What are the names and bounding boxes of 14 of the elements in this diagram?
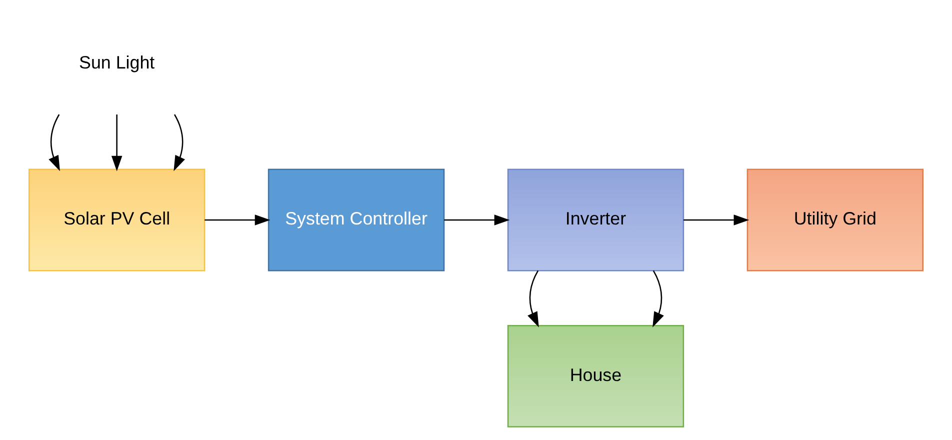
arrow — [48, 114, 60, 172]
arrow — [204, 214, 270, 226]
node-box: Solar PV Cell — [28, 168, 206, 272]
arrow — [111, 114, 122, 172]
arrow — [652, 270, 664, 328]
node-text: Sun Light — [78, 52, 155, 73]
node-box: System Controller — [268, 168, 445, 272]
arrow — [528, 270, 539, 328]
node-box: Inverter — [507, 168, 684, 272]
arrow — [174, 114, 186, 172]
arrow — [684, 214, 750, 226]
node-box: House — [507, 325, 684, 428]
arrow — [444, 214, 510, 226]
node-box: Utility Grid — [746, 168, 924, 272]
